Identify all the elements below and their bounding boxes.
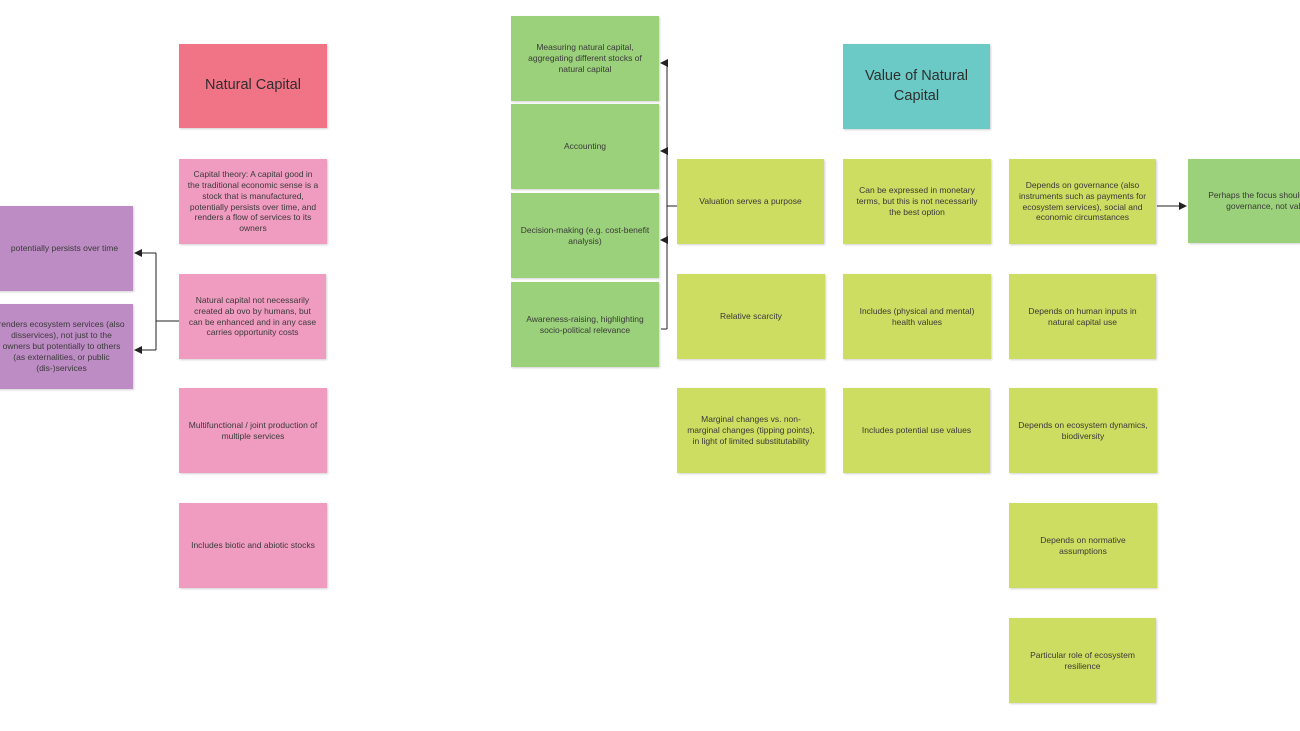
capital-theory-text: Capital theory: A capital good in the tr… — [187, 168, 319, 234]
health-values-text: Includes (physical and mental) health va… — [859, 305, 975, 327]
biotic-abiotic-note[interactable]: Includes biotic and abiotic stocks — [179, 503, 327, 588]
decision-making-note[interactable]: Decision-making (e.g. cost-benefit analy… — [511, 193, 659, 278]
marginal-changes-note[interactable]: Marginal changes vs. non-marginal change… — [677, 388, 825, 473]
connector-valuation-purposes — [660, 59, 677, 330]
governance-text: Depends on governance (also instruments … — [1018, 179, 1147, 223]
relative-scarcity-text: Relative scarcity — [720, 311, 782, 322]
monetary-terms-note[interactable]: Can be expressed in monetary terms, but … — [843, 159, 991, 244]
not-created-text: Natural capital not necessarily created … — [188, 294, 317, 338]
relative-scarcity-note[interactable]: Relative scarcity — [677, 274, 825, 359]
biotic-abiotic-text: Includes biotic and abiotic stocks — [191, 540, 315, 551]
awareness-note[interactable]: Awareness-raising, highlighting socio-po… — [511, 282, 659, 367]
accounting-note[interactable]: Accounting — [511, 104, 659, 189]
valuation-purpose-note[interactable]: Valuation serves a purpose — [677, 159, 824, 244]
marginal-changes-text: Marginal changes vs. non-marginal change… — [687, 414, 815, 446]
normative-assumptions-text: Depends on normative assumptions — [1040, 534, 1126, 556]
renders-services-text: renders ecosystem services (also disserv… — [0, 319, 125, 373]
potential-use-note[interactable]: Includes potential use values — [843, 388, 990, 473]
awareness-text: Awareness-raising, highlighting socio-po… — [526, 313, 644, 335]
natural-capital-title-note[interactable]: Natural Capital — [179, 44, 327, 128]
measuring-text: Measuring natural capital, aggregating d… — [528, 42, 642, 74]
connector-natural-capital-branches — [134, 249, 179, 354]
potential-use-text: Includes potential use values — [861, 425, 972, 436]
multifunctional-note[interactable]: Multifunctional / joint production of mu… — [179, 388, 327, 473]
governance-focus-text: Perhaps the focus should be on governanc… — [1208, 190, 1300, 211]
ecosystem-dynamics-note[interactable]: Depends on ecosystem dynamics, biodivers… — [1009, 388, 1157, 473]
decision-making-text: Decision-making (e.g. cost-benefit analy… — [520, 224, 650, 246]
renders-services-note[interactable]: renders ecosystem services (also disserv… — [0, 304, 133, 389]
ecosystem-resilience-note[interactable]: Particular role of ecosystem resilience — [1009, 618, 1156, 703]
value-title: Value of Natural Capital — [865, 67, 968, 104]
capital-theory-note[interactable]: Capital theory: A capital good in the tr… — [179, 159, 327, 244]
human-inputs-text: Depends on human inputs in natural capit… — [1028, 305, 1137, 327]
natural-capital-title: Natural Capital — [205, 77, 301, 94]
governance-note[interactable]: Depends on governance (also instruments … — [1009, 159, 1156, 244]
valuation-purpose-text: Valuation serves a purpose — [699, 196, 802, 207]
not-created-note[interactable]: Natural capital not necessarily created … — [179, 274, 326, 359]
governance-focus-note[interactable]: Perhaps the focus should be on governanc… — [1188, 159, 1300, 243]
ecosystem-resilience-text: Particular role of ecosystem resilience — [1030, 649, 1135, 671]
accounting-text: Accounting — [563, 141, 607, 152]
persists-text: potentially persists over time — [10, 243, 119, 254]
ecosystem-dynamics-text: Depends on ecosystem dynamics, biodivers… — [1018, 419, 1148, 441]
measuring-note[interactable]: Measuring natural capital, aggregating d… — [511, 16, 659, 101]
value-title-note[interactable]: Value of Natural Capital — [843, 44, 990, 129]
health-values-note[interactable]: Includes (physical and mental) health va… — [843, 274, 991, 359]
human-inputs-note[interactable]: Depends on human inputs in natural capit… — [1009, 274, 1156, 359]
multifunctional-text: Multifunctional / joint production of mu… — [188, 419, 318, 441]
persists-note[interactable]: potentially persists over time — [0, 206, 133, 291]
normative-assumptions-note[interactable]: Depends on normative assumptions — [1009, 503, 1157, 588]
monetary-terms-text: Can be expressed in monetary terms, but … — [856, 185, 978, 217]
